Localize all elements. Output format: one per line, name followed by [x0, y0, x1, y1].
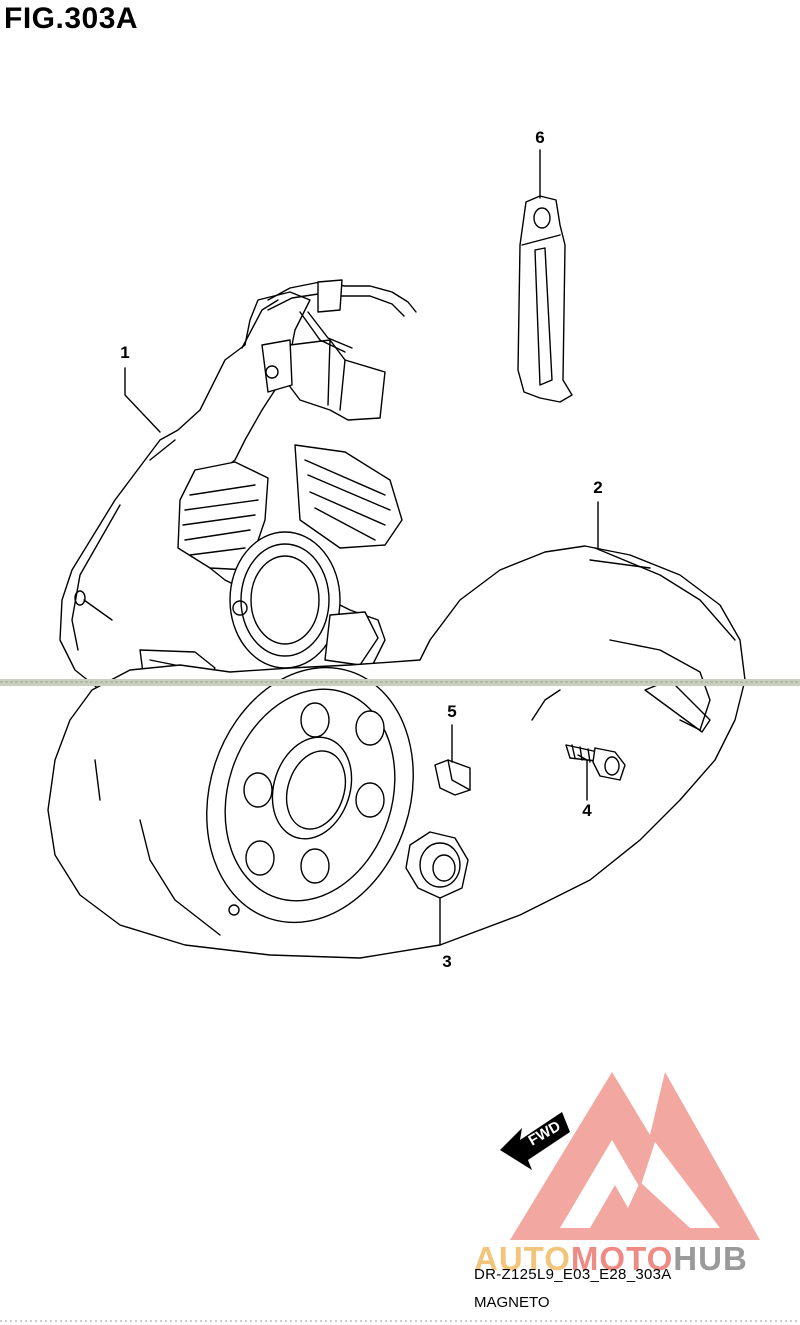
callout-3: 3	[442, 952, 452, 971]
callout-2: 2	[593, 478, 603, 497]
watermark-part-b: MOTO	[570, 1240, 674, 1277]
leader-lines	[124, 149, 599, 946]
bolt	[565, 744, 626, 781]
diagram-code: DR-Z125L9_E03_E28_303A	[474, 1266, 672, 1283]
automotohub-logo	[510, 1072, 760, 1240]
cable-clamp	[517, 195, 573, 403]
watermark-part-c: HUB	[673, 1240, 748, 1277]
scan-seam	[0, 679, 800, 686]
flywheel-rotor	[47, 545, 746, 959]
flange-nut	[405, 831, 469, 899]
diagram-name: MAGNETO	[474, 1294, 550, 1311]
watermark-text: AUTOMOTOHUB	[474, 1240, 748, 1278]
stator-plate	[59, 279, 417, 706]
callout-5: 5	[447, 702, 457, 721]
figure-title: FIG.303A	[4, 2, 139, 35]
callout-1: 1	[120, 343, 130, 362]
watermark-part-a: AUTO	[474, 1240, 571, 1277]
callout-6: 6	[535, 128, 545, 147]
callout-4: 4	[582, 801, 592, 820]
woodruff-key	[434, 759, 471, 796]
